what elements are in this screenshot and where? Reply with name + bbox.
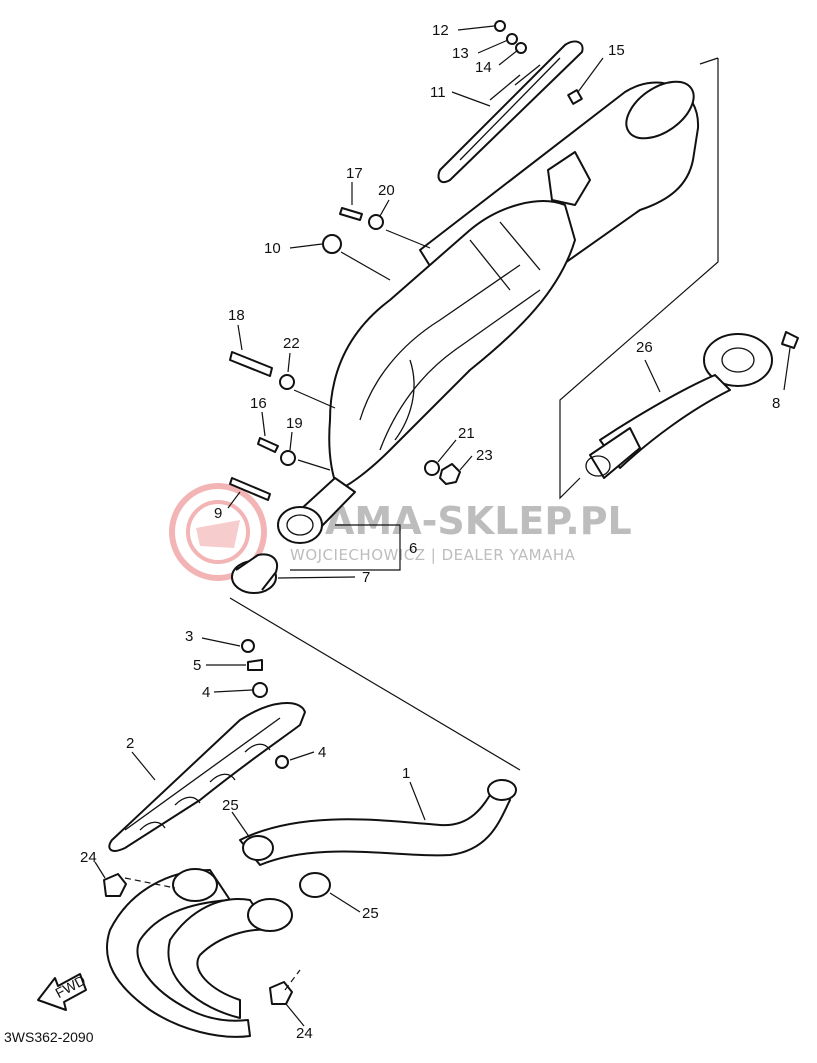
watermark-dealer: WOJCIECHOWICZ | DEALER YAMAHA bbox=[290, 546, 576, 564]
part-3-bolt bbox=[241, 639, 255, 653]
part-12-bolt bbox=[494, 20, 506, 32]
part-7-gasket bbox=[231, 553, 278, 594]
part-9-bolt bbox=[229, 477, 271, 501]
label-part-2: 2 bbox=[126, 735, 134, 752]
part-2-guard bbox=[108, 639, 306, 852]
label-part-8: 8 bbox=[772, 395, 780, 412]
label-part-1: 1 bbox=[402, 765, 410, 782]
label-part-16: 16 bbox=[250, 395, 267, 412]
label-part-7: 7 bbox=[362, 569, 370, 586]
label-part-12: 12 bbox=[432, 22, 449, 39]
label-part-10: 10 bbox=[264, 240, 281, 257]
part-26-inner-pipe bbox=[585, 333, 773, 479]
label-part-4-top: 4 bbox=[202, 684, 210, 701]
part-5-clip bbox=[247, 659, 263, 671]
label-part-13: 13 bbox=[452, 45, 469, 62]
label-part-24-upper: 24 bbox=[80, 849, 97, 866]
label-part-3: 3 bbox=[185, 628, 193, 645]
part-8-bolt bbox=[781, 331, 799, 349]
part-25-gasket-lower bbox=[299, 872, 331, 898]
part-24-nut-upper bbox=[103, 873, 127, 897]
part-15-nut bbox=[567, 89, 583, 105]
label-part-15: 15 bbox=[608, 42, 625, 59]
watermark-logo bbox=[169, 483, 267, 581]
label-part-18: 18 bbox=[228, 307, 245, 324]
part-25-gasket-upper bbox=[242, 835, 274, 861]
label-part-14: 14 bbox=[475, 59, 492, 76]
part-23-nut bbox=[439, 463, 461, 485]
label-part-11: 11 bbox=[430, 84, 446, 101]
hardware bbox=[229, 20, 799, 501]
label-part-20: 20 bbox=[378, 182, 395, 199]
part-4-collar-bottom bbox=[275, 755, 289, 769]
part-4-collar-top bbox=[252, 682, 268, 698]
label-part-26: 26 bbox=[636, 339, 653, 356]
part-1-header bbox=[103, 779, 517, 1038]
watermark-brand: AMA-SKLEP.PL bbox=[325, 499, 632, 543]
muffler-assembly bbox=[277, 151, 591, 544]
diagram-code: 3WS362-2090 bbox=[4, 1029, 94, 1045]
part-10-grommet bbox=[322, 234, 342, 254]
label-part-25-lower: 25 bbox=[362, 905, 379, 922]
front-direction-marker: FWD bbox=[37, 972, 88, 1011]
part-17-bolt bbox=[339, 207, 363, 221]
label-part-22: 22 bbox=[283, 335, 300, 352]
part-21-washer bbox=[424, 460, 440, 476]
label-part-23: 23 bbox=[476, 447, 493, 464]
part-11-guard bbox=[437, 40, 584, 184]
part-labels: 12 13 14 15 11 17 20 10 18 22 16 19 21 2… bbox=[80, 22, 780, 1042]
part-13-washer bbox=[506, 33, 518, 45]
label-part-25-upper: 25 bbox=[222, 797, 239, 814]
label-part-9: 9 bbox=[214, 505, 222, 522]
leader-lines bbox=[94, 25, 791, 1027]
part-14-washer bbox=[515, 42, 527, 54]
label-part-6: 6 bbox=[409, 540, 417, 557]
label-part-5: 5 bbox=[193, 657, 201, 674]
label-part-21: 21 bbox=[458, 425, 475, 442]
watermark: AMA-SKLEP.PL WOJCIECHOWICZ | DEALER YAMA… bbox=[169, 483, 632, 581]
label-part-4-bottom: 4 bbox=[318, 744, 326, 761]
label-part-24-lower: 24 bbox=[296, 1025, 313, 1042]
label-part-19: 19 bbox=[286, 415, 303, 432]
label-part-17: 17 bbox=[346, 165, 363, 182]
part-19-washer bbox=[280, 450, 296, 466]
part-20-washer bbox=[368, 214, 384, 230]
part-18-bolt bbox=[229, 351, 273, 377]
part-16-bolt bbox=[257, 437, 279, 453]
part-22-washer bbox=[279, 374, 295, 390]
